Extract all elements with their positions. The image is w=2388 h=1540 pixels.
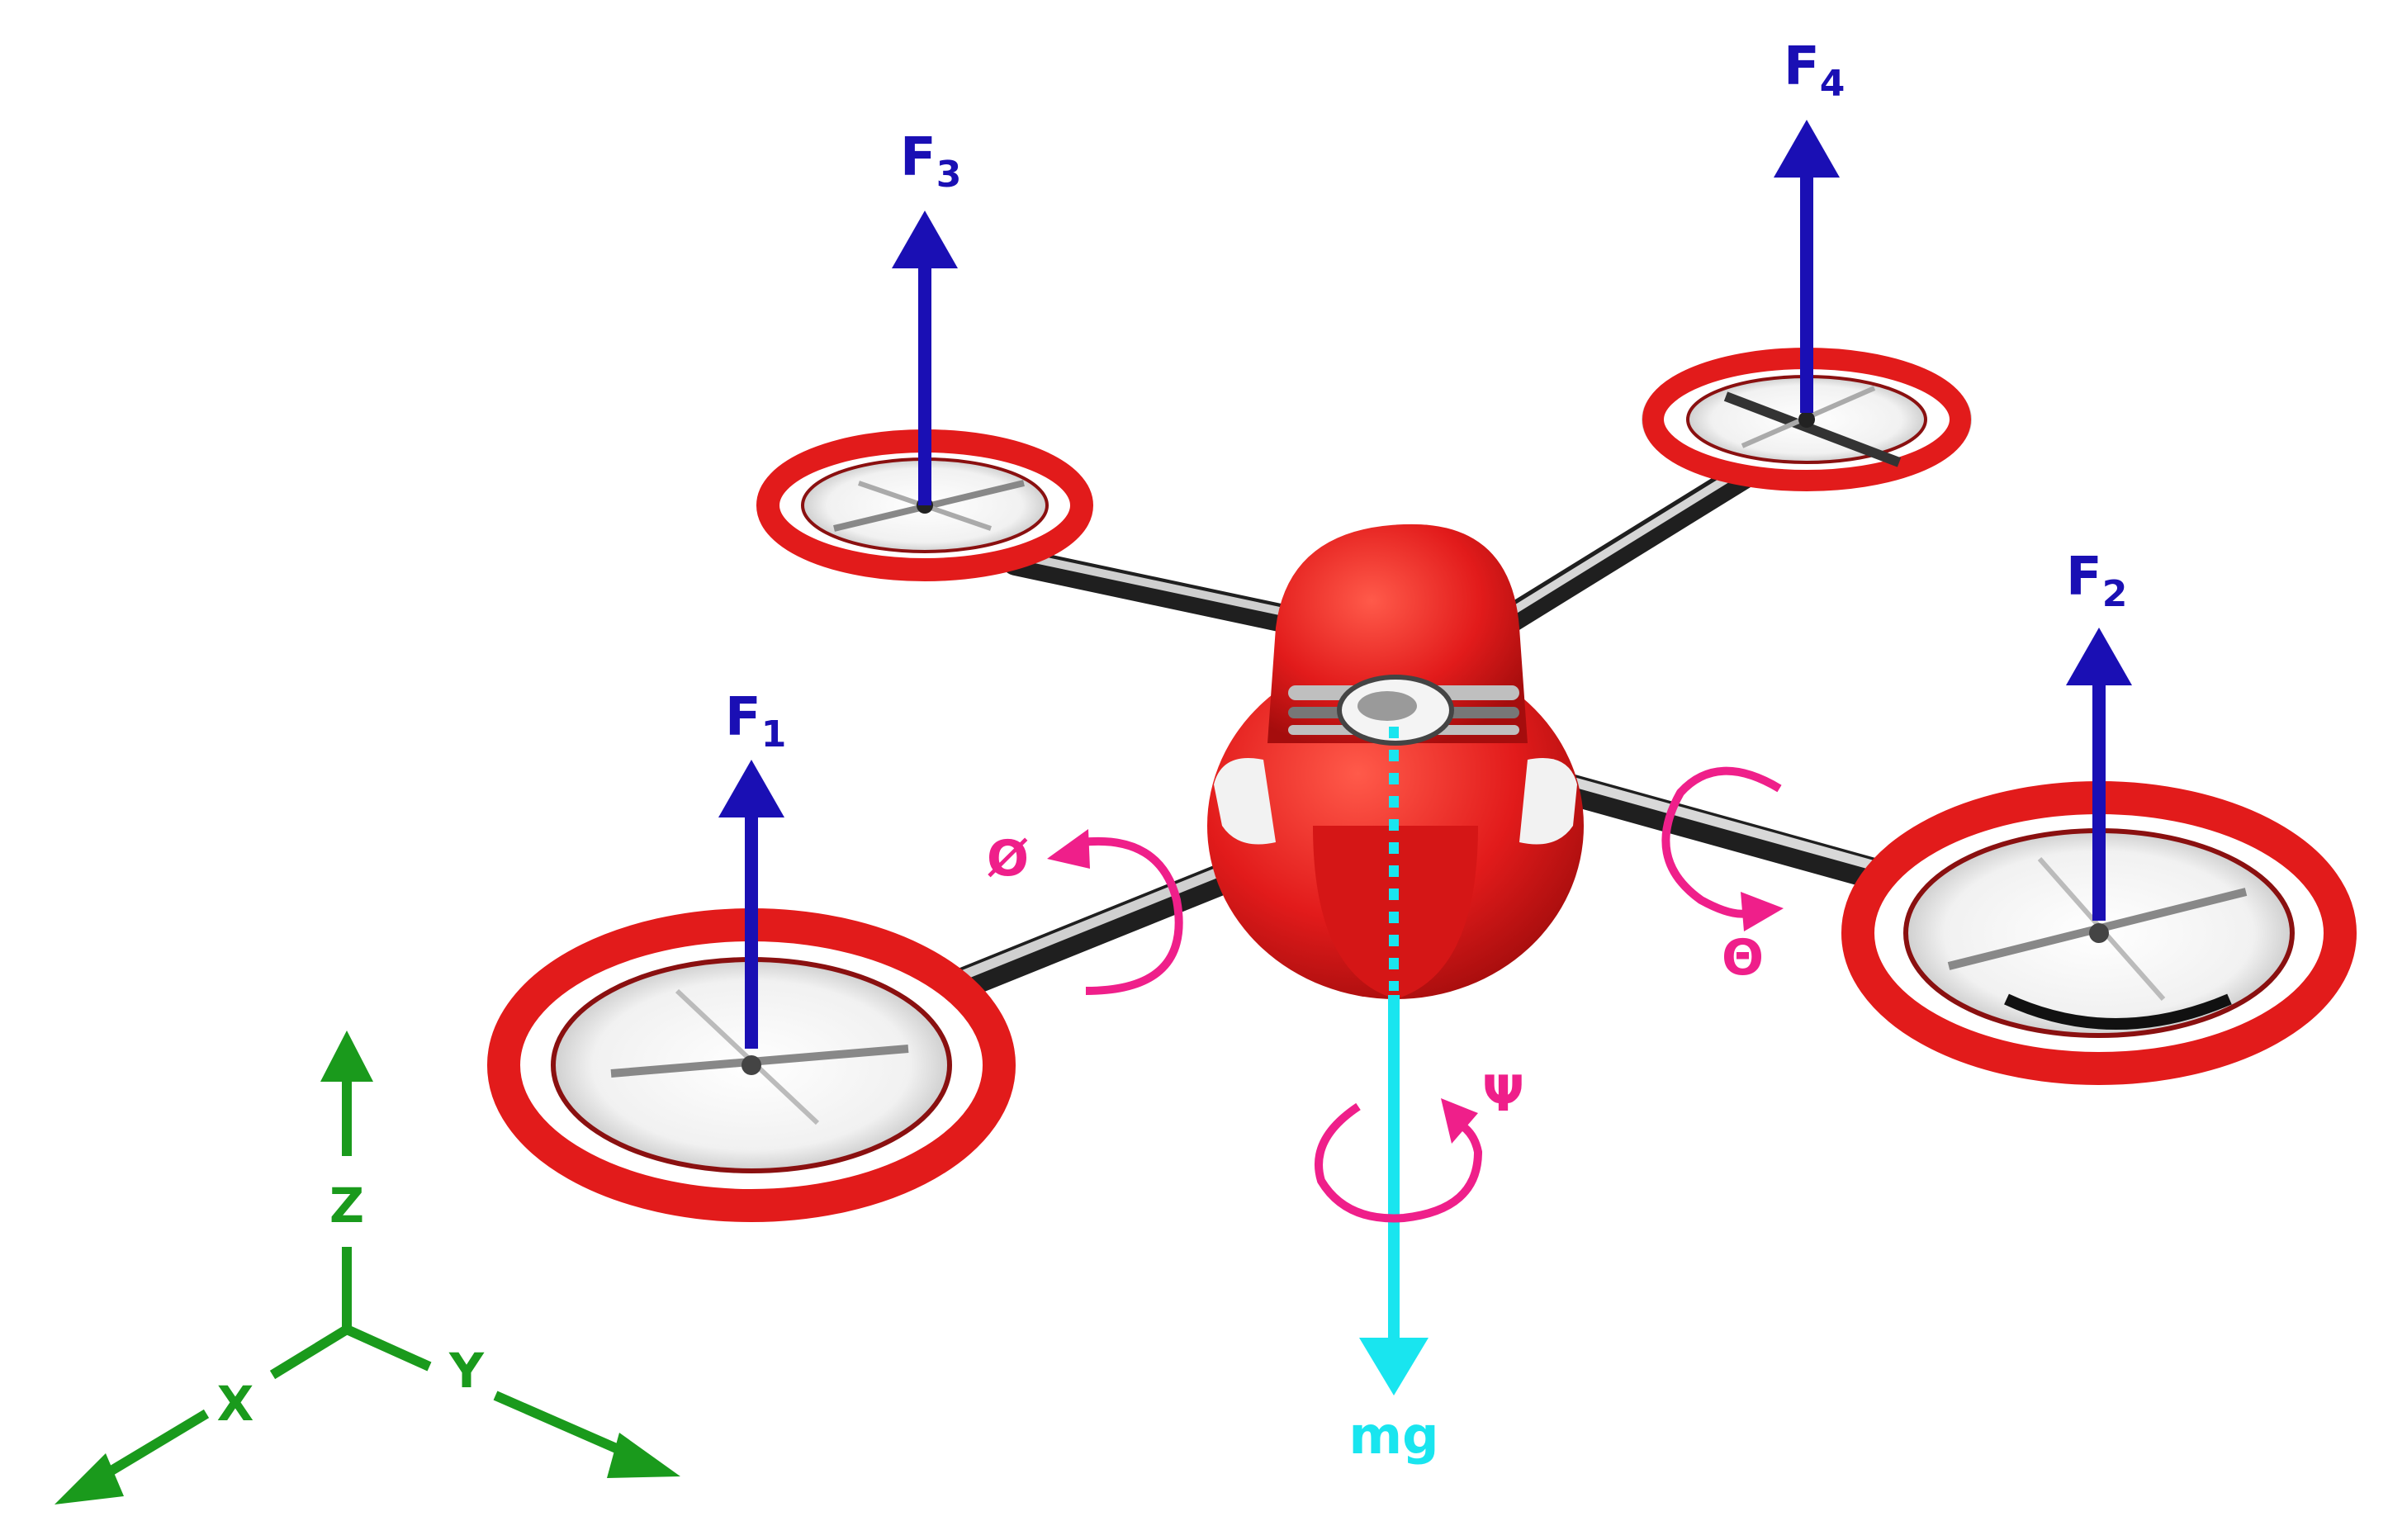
pitch-rotation-arrow: Θ [1661,766,1784,987]
gravity-arrow: mg [1349,727,1439,1466]
force-arrow-2: F2 [2066,547,2132,921]
roll-rotation-arrow: Ø [987,829,1183,995]
x-axis-head [54,1453,124,1504]
z-axis-label: Z [329,1178,364,1234]
gravity-label: mg [1349,1405,1439,1466]
yaw-label: Ψ [1482,1065,1524,1123]
roll-label: Ø [987,830,1029,888]
force-arrow-1: F1 [718,687,786,1049]
z-axis-head [320,1031,373,1082]
y-axis-head [607,1433,680,1478]
force-label-3: F3 [900,127,961,196]
rotor-2 [1841,781,2357,1085]
force-label-1: F1 [725,687,786,756]
x-axis-label: X [217,1376,254,1432]
force-arrow-4: F4 [1774,36,1845,413]
pitch-label: Θ [1722,929,1764,987]
force-arrow-3: F3 [892,127,961,505]
force-label-2: F2 [2066,547,2127,615]
yaw-rotation-arrow: Ψ [1315,1065,1524,1223]
force-label-4: F4 [1784,36,1845,105]
coordinate-axes: Z X Y [54,1031,680,1504]
y-axis-label: Y [448,1343,485,1399]
